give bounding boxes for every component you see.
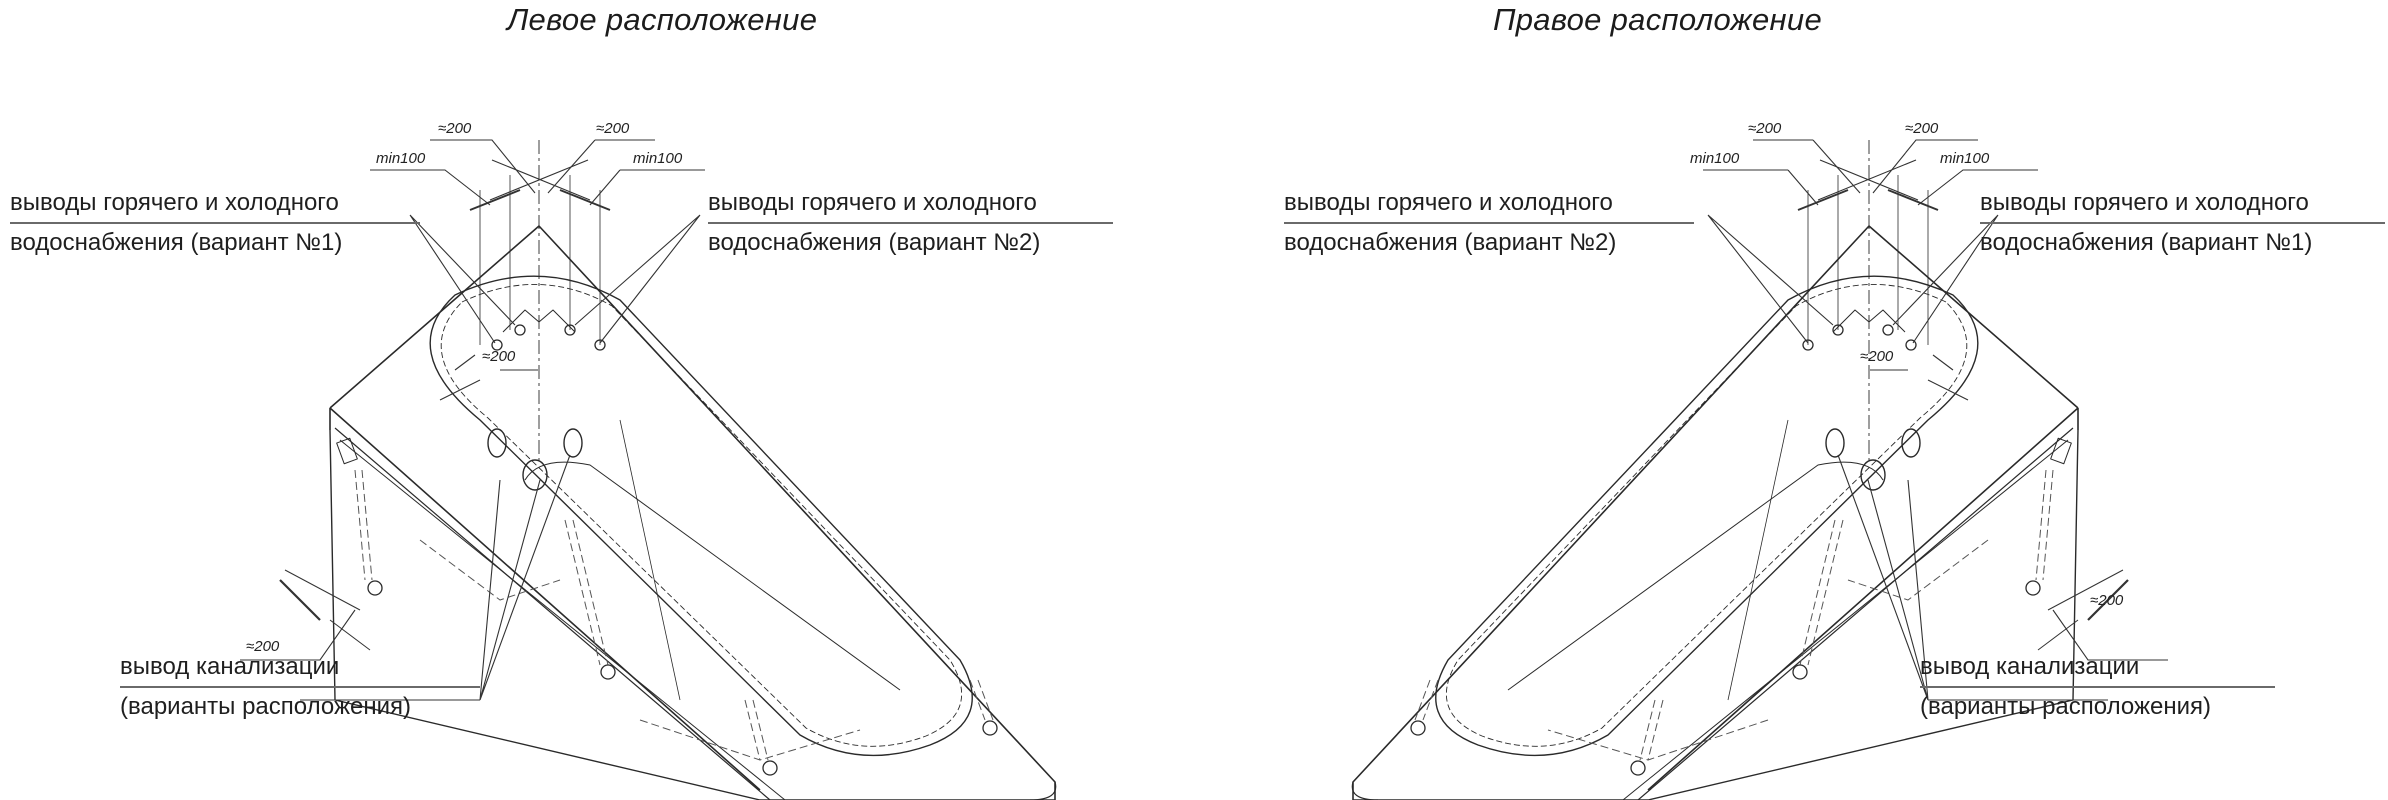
- right-supply-variant-1-label: выводы горячего и холодного водоснабжени…: [1980, 188, 2385, 258]
- left-supply-2-line1: выводы горячего и холодного: [708, 189, 1037, 216]
- left-dim-top-right: ≈200: [596, 120, 630, 137]
- left-bathtub-drawing: [0, 0, 1194, 800]
- right-supply-1-line2: водоснабжения (вариант №1): [1980, 222, 2385, 258]
- right-placement-title: Правое расположение: [1493, 2, 1822, 37]
- right-dim-min-left: min100: [1690, 150, 1740, 167]
- left-supply-variant-1-label: выводы горячего и холодного водоснабжени…: [10, 188, 420, 258]
- left-dim-min-right: min100: [633, 150, 683, 167]
- right-dim-min-right: min100: [1940, 150, 1990, 167]
- right-supply-2-line2: водоснабжения (вариант №2): [1284, 222, 1694, 258]
- left-dim-min-left: min100: [376, 150, 426, 167]
- tub-legs: [355, 470, 993, 760]
- right-dim-inner: ≈200: [1860, 348, 1894, 365]
- left-drain-line1: вывод канализации: [120, 653, 340, 680]
- left-dim-top-left: ≈200: [438, 120, 472, 137]
- right-supply-2-line1: выводы горячего и холодного: [1284, 189, 1613, 216]
- left-drain-line2: (варианты расположения): [120, 686, 480, 722]
- left-supply-1-line2: водоснабжения (вариант №1): [10, 222, 420, 258]
- right-drain-line2: (варианты расположения): [1920, 686, 2275, 722]
- left-supply-2-line2: водоснабжения (вариант №2): [708, 222, 1113, 258]
- right-drain-label: вывод канализации (варианты расположения…: [1920, 652, 2275, 722]
- right-drain-line1: вывод канализации: [1920, 653, 2140, 680]
- left-placement-title: Левое расположение: [507, 2, 818, 37]
- left-dim-front: ≈200: [246, 638, 280, 655]
- right-dim-top-left: ≈200: [1748, 120, 1782, 137]
- tub-inner-bowl: [430, 276, 972, 755]
- right-supply-variant-2-label: выводы горячего и холодного водоснабжени…: [1284, 188, 1694, 258]
- right-supply-1-line1: выводы горячего и холодного: [1980, 189, 2309, 216]
- left-supply-1-line1: выводы горячего и холодного: [10, 189, 339, 216]
- left-dim-inner: ≈200: [482, 348, 516, 365]
- left-drain-label: вывод канализации (варианты расположения…: [120, 652, 480, 722]
- left-supply-variant-2-label: выводы горячего и холодного водоснабжени…: [708, 188, 1113, 258]
- right-dim-top-right: ≈200: [1905, 120, 1939, 137]
- right-dim-front: ≈200: [2090, 592, 2124, 609]
